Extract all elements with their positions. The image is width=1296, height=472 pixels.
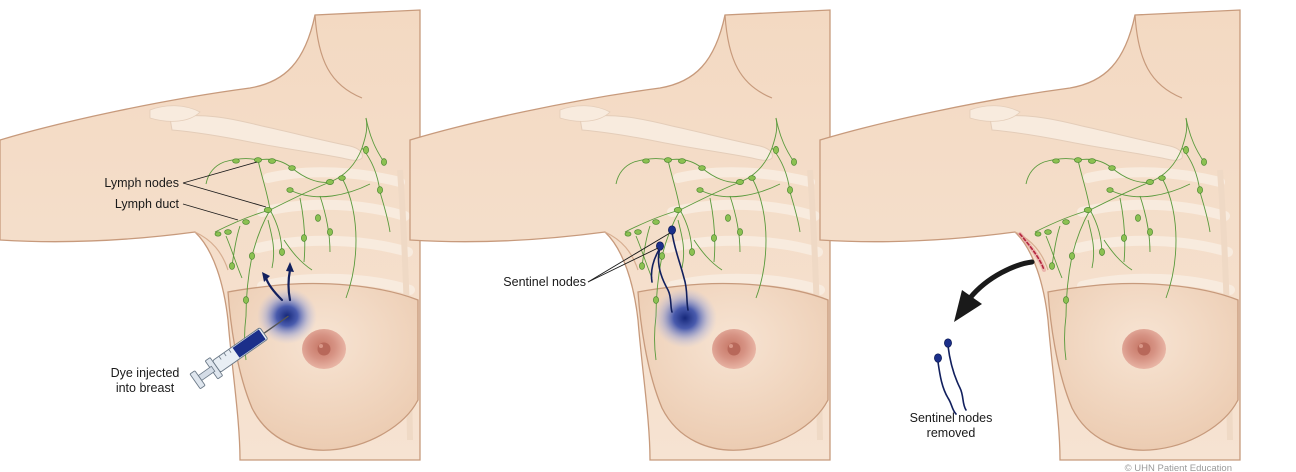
label-lymph-duct: Lymph duct — [115, 197, 180, 211]
dye-spot — [257, 288, 317, 344]
panel-nodes-removed: Sentinel nodes removed — [820, 10, 1240, 460]
copyright-credit: © UHN Patient Education — [1125, 463, 1232, 472]
dyed-lymph-channels — [650, 231, 689, 313]
label-leader-lines — [587, 232, 671, 283]
label-sentinel-nodes: Sentinel nodes — [503, 275, 586, 289]
label-leader-lines — [182, 161, 267, 221]
panel-dye-injection: Lymph nodes Lymph duct Dye injected into… — [0, 10, 420, 460]
panel-sentinel-nodes: Sentinel nodes — [410, 10, 830, 460]
label-removed: removed — [927, 426, 976, 440]
sentinel-node-markers — [656, 225, 676, 251]
label-into-breast: into breast — [116, 381, 175, 395]
label-sentinel-nodes-removed: Sentinel nodes — [910, 411, 993, 425]
label-lymph-nodes: Lymph nodes — [104, 176, 179, 190]
removed-sentinel-nodes-icon — [934, 338, 967, 415]
syringe-icon — [189, 315, 289, 389]
label-dye-injected: Dye injected — [111, 366, 180, 380]
incision-mark — [1018, 232, 1046, 272]
removal-arrow-icon — [954, 259, 1035, 322]
dye-flow-arrows-icon — [264, 268, 292, 302]
dye-spot — [653, 288, 717, 348]
